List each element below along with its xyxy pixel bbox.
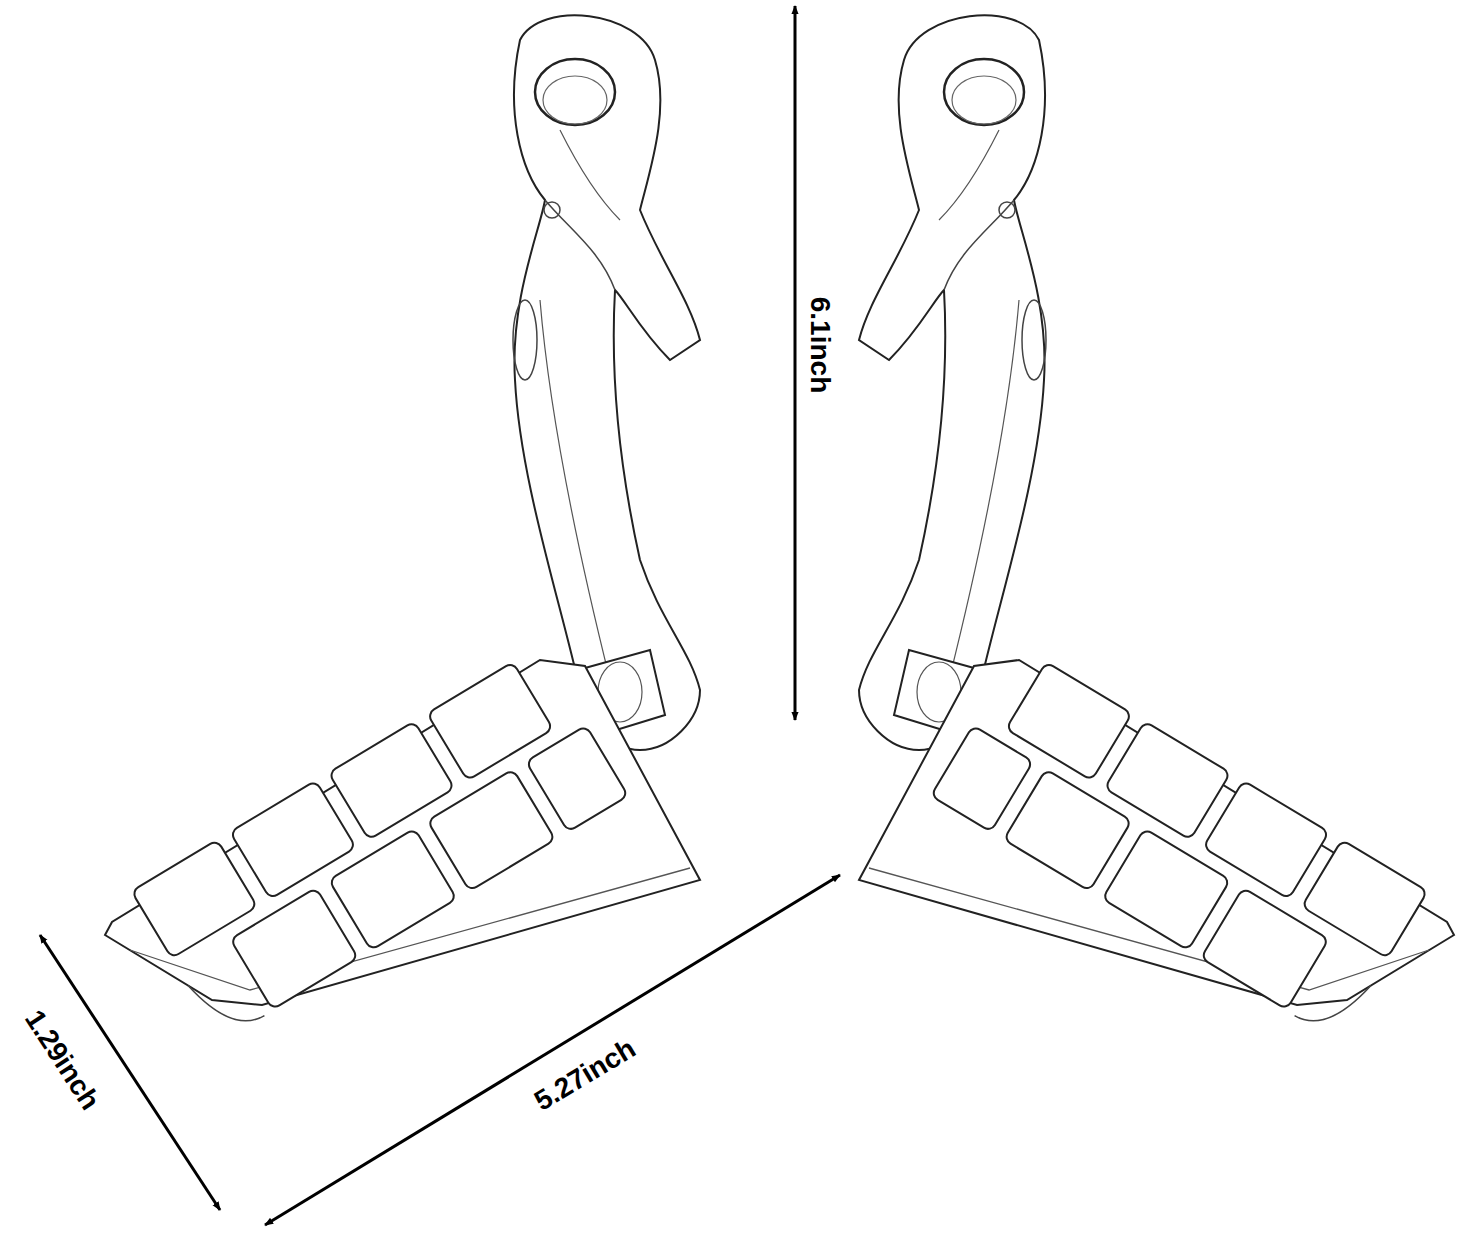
dimension-label: 5.27inch [525,1030,644,1119]
dimension-arrow [794,6,797,720]
right-footpeg [859,15,1454,1041]
dimension-arrow [265,875,840,1225]
left-footpeg [105,15,700,1041]
dimension-label: 6.1inch [804,293,836,397]
